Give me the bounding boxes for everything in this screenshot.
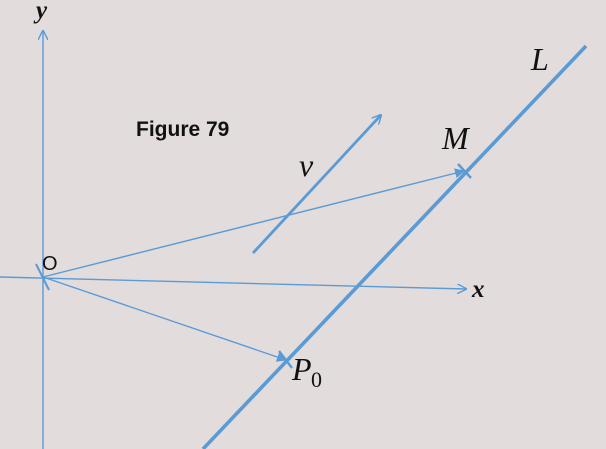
point-p0-tick (278, 350, 293, 369)
figure-caption: Figure 79 (136, 118, 229, 141)
vector-v (251, 115, 381, 254)
vector-op0 (42, 276, 287, 362)
point-m-label: M (441, 120, 471, 156)
x-axis-label: x (471, 276, 485, 303)
x-axis (0, 276, 466, 289)
vector-v-label: v (299, 147, 314, 183)
vector-om (42, 168, 465, 278)
point-m-tick (457, 163, 472, 179)
y-axis-label: y (33, 0, 48, 24)
origin-tick (35, 263, 50, 291)
origin-label: O (42, 253, 58, 275)
point-p0-subscript: 0 (311, 367, 322, 392)
line-l (201, 44, 588, 449)
point-p0-label: P (291, 351, 312, 387)
line-l-label: L (530, 41, 549, 77)
